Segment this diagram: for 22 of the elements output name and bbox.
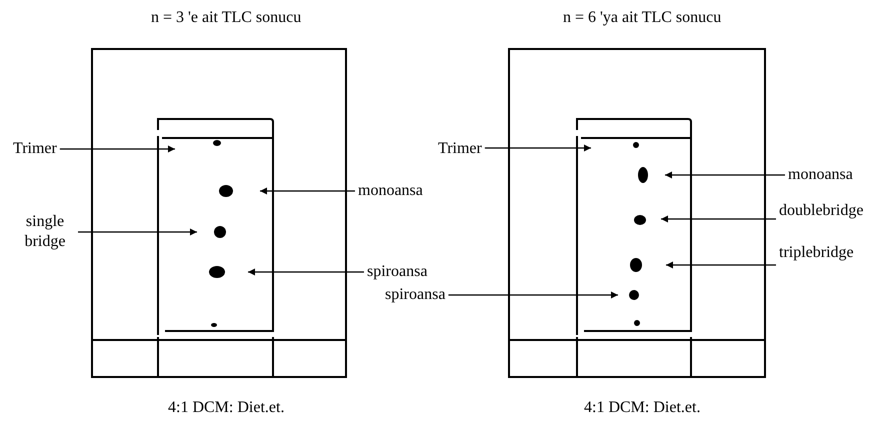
- callout-label: monoansa: [358, 181, 423, 201]
- arrow: [60, 146, 175, 152]
- arrow: [78, 228, 197, 236]
- callout-label: single bridge: [15, 212, 75, 252]
- panel-title: n = 6 'ya ait TLC sonucu: [563, 8, 722, 28]
- callout-label: spiroansa: [367, 262, 428, 282]
- arrow: [666, 262, 776, 268]
- callout-label: spiroansa: [385, 285, 446, 305]
- callout-label: Trimer: [13, 139, 57, 159]
- arrow: [448, 292, 618, 298]
- callout-label: monoansa: [788, 165, 853, 185]
- arrow: [260, 188, 355, 194]
- arrow: [665, 172, 785, 178]
- panel-title: n = 3 'e ait TLC sonucu: [151, 8, 302, 28]
- arrow: [661, 216, 776, 222]
- callout-label: Trimer: [438, 139, 482, 159]
- solvent-caption: 4:1 DCM: Diet.et.: [584, 398, 700, 418]
- callout-label: doublebridge: [779, 201, 864, 221]
- arrow: [484, 144, 591, 152]
- solvent-caption: 4:1 DCM: Diet.et.: [168, 398, 284, 418]
- callout-label: triplebridge: [779, 243, 854, 263]
- arrow: [248, 268, 364, 276]
